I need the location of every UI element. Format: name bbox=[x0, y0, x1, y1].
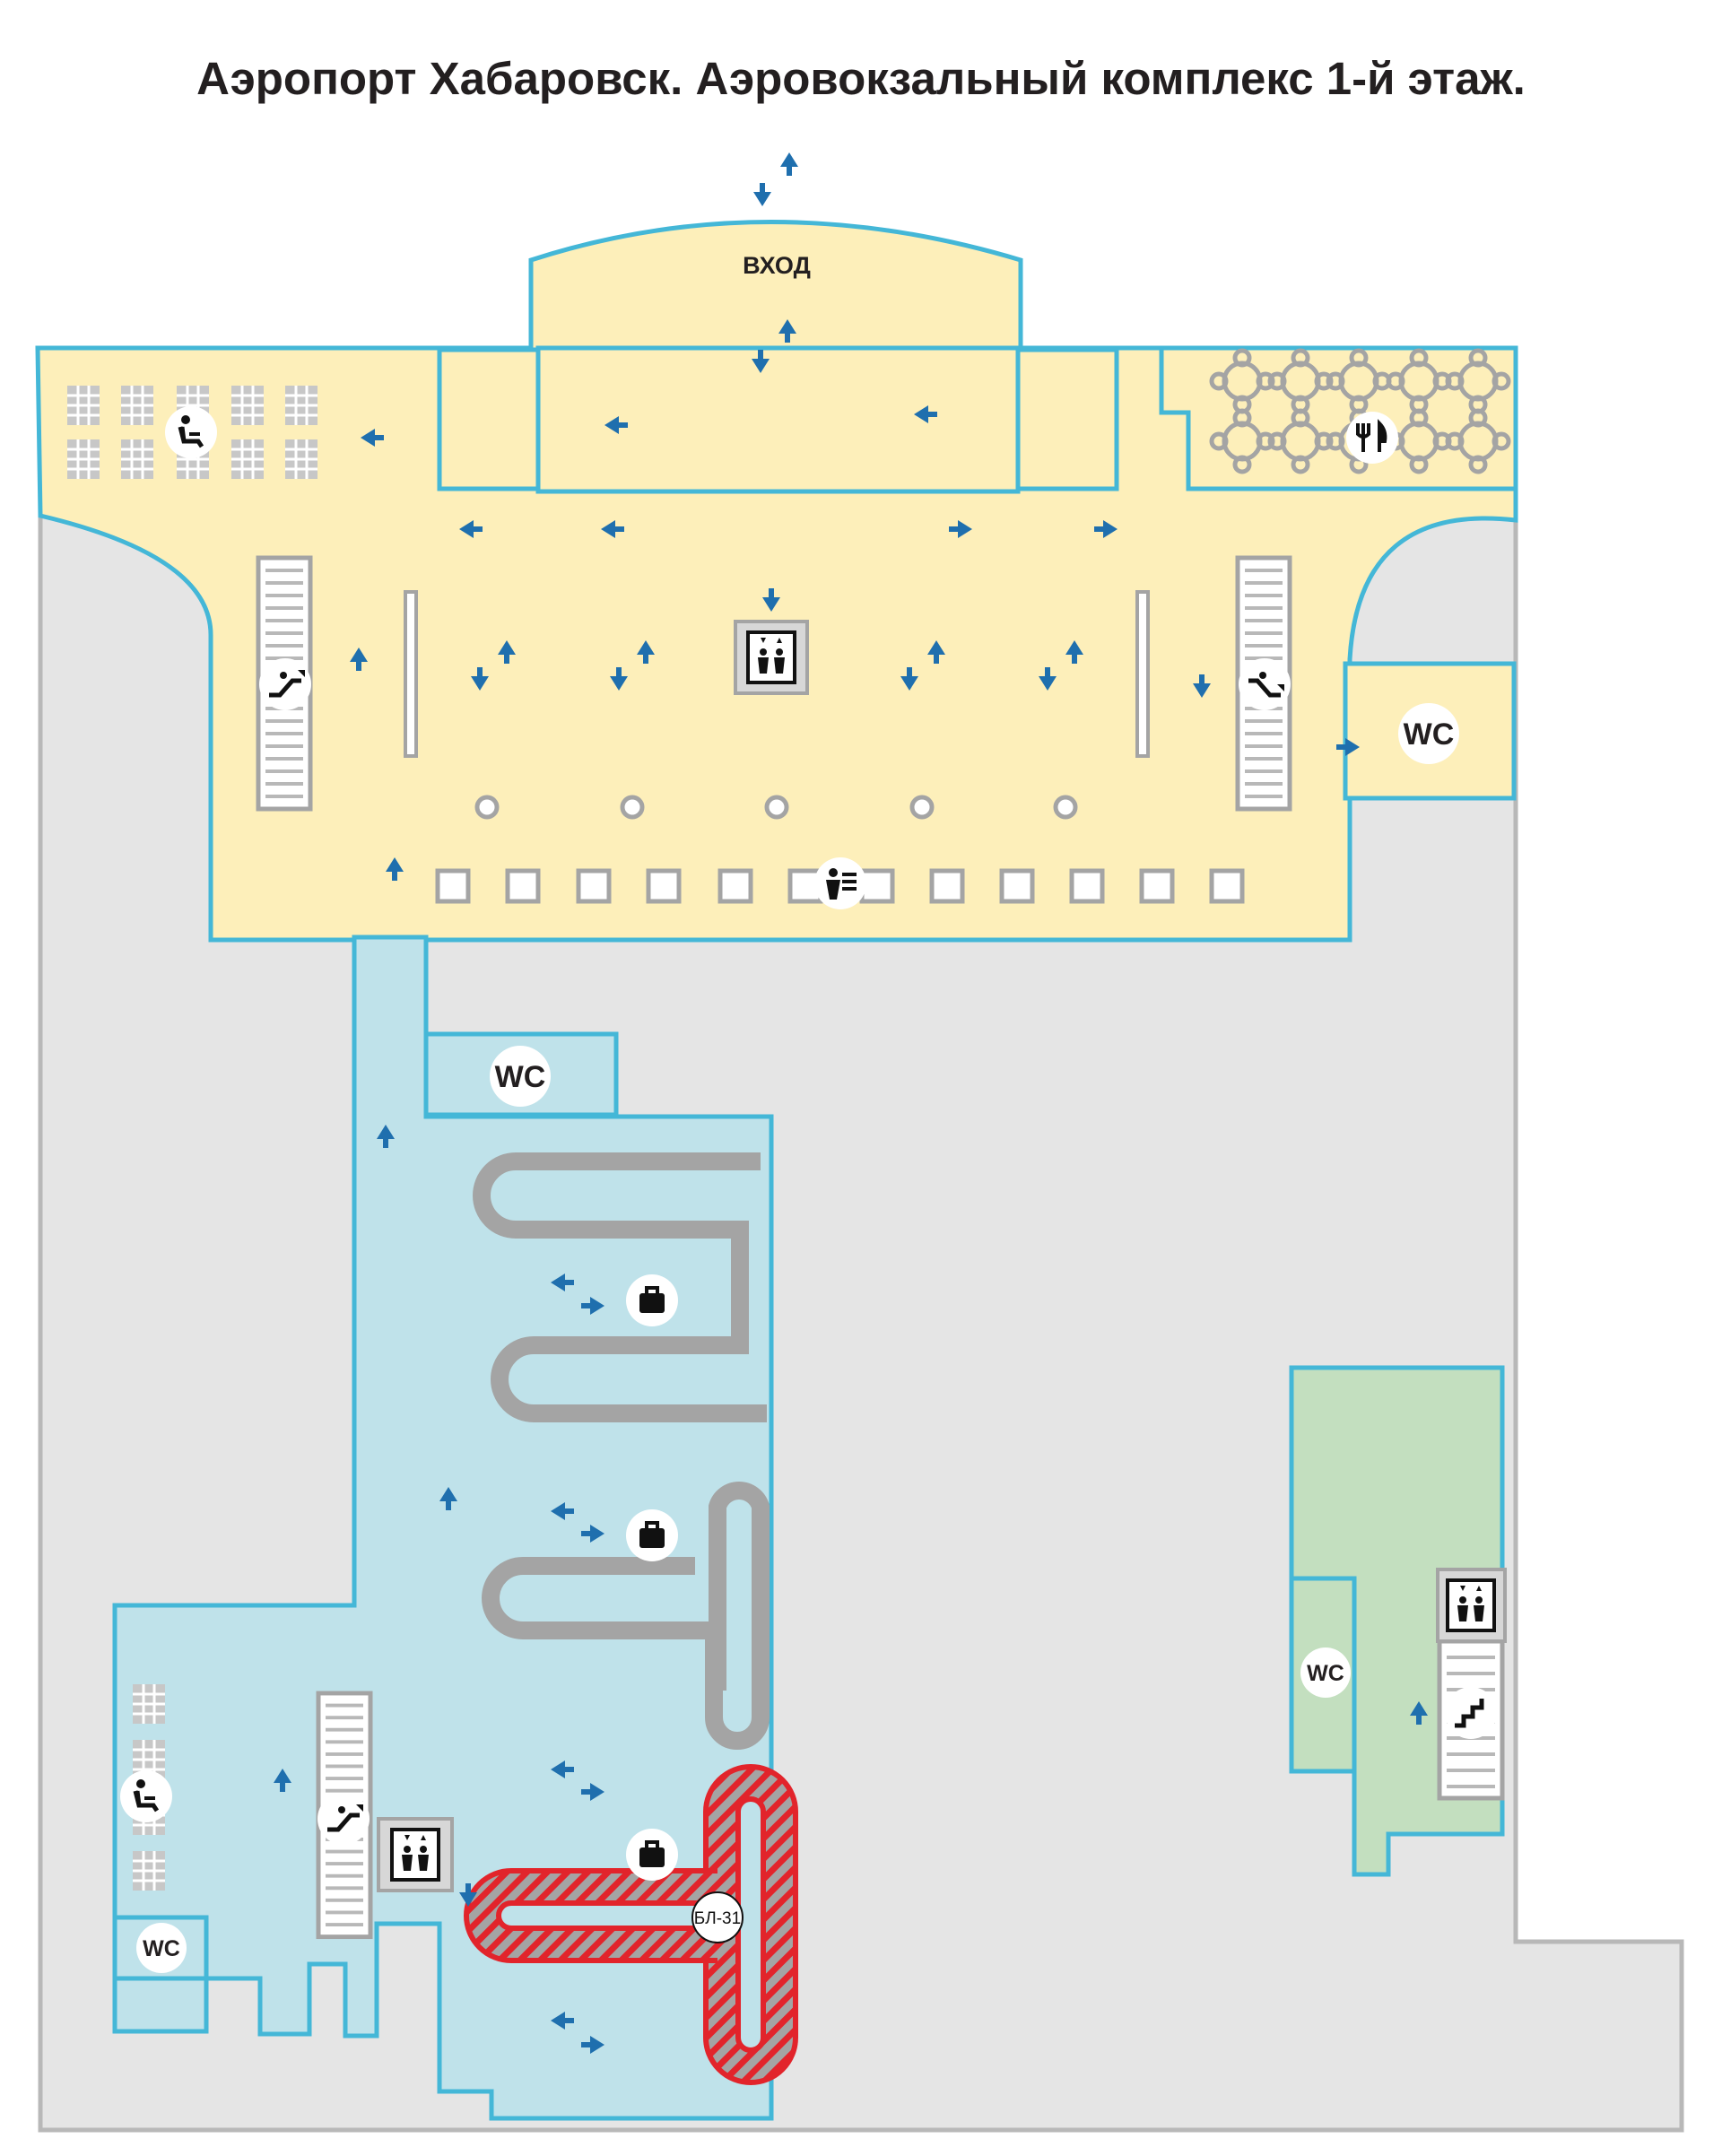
escalator-up-icon bbox=[259, 658, 311, 710]
wc-label: WC bbox=[1307, 1661, 1344, 1686]
check-in-icon bbox=[814, 857, 866, 909]
baggage-claim-icon bbox=[626, 1509, 678, 1561]
elevator-main bbox=[734, 620, 809, 695]
hall-room-left bbox=[437, 347, 541, 491]
restaurant-icon bbox=[1346, 412, 1398, 464]
wc-label: WC bbox=[143, 1936, 180, 1961]
elevator-arrival bbox=[377, 1817, 454, 1892]
entrance-label: ВХОД bbox=[743, 252, 811, 279]
elevator-side bbox=[1436, 1568, 1507, 1643]
hall-room-center bbox=[535, 345, 1021, 494]
wc-icon: WC bbox=[1398, 703, 1459, 764]
belt-code-label: БЛ-31 bbox=[694, 1909, 741, 1928]
wc-label: WC bbox=[495, 1060, 546, 1094]
wc-icon: WC bbox=[136, 1923, 187, 1973]
seating-icon bbox=[120, 1770, 172, 1822]
baggage-belt-active bbox=[464, 1764, 798, 2085]
baggage-belt-2 bbox=[482, 1482, 770, 1750]
map-title: Аэропорт Хабаровск. Аэровокзальный компл… bbox=[196, 53, 1526, 104]
hall-room-right bbox=[1015, 347, 1119, 491]
cafe-area bbox=[1159, 345, 1518, 491]
wc-icon: WC bbox=[490, 1046, 551, 1107]
belt-code-badge: БЛ-31 bbox=[691, 1891, 744, 1943]
columns bbox=[474, 795, 1078, 820]
seating-icon bbox=[165, 406, 217, 458]
escalator-down-icon bbox=[1239, 658, 1291, 710]
wc-icon: WC bbox=[1300, 1647, 1351, 1698]
baggage-claim-icon bbox=[626, 1829, 678, 1881]
barrier-right bbox=[1135, 590, 1150, 758]
baggage-belt-1 bbox=[473, 1152, 767, 1422]
baggage-claim-icon bbox=[626, 1274, 678, 1326]
main-hall bbox=[35, 220, 1518, 943]
escalator-up-icon bbox=[317, 1793, 370, 1845]
wc-label: WC bbox=[1404, 717, 1455, 752]
stairs-icon bbox=[1445, 1687, 1497, 1739]
barrier-left bbox=[404, 590, 418, 758]
